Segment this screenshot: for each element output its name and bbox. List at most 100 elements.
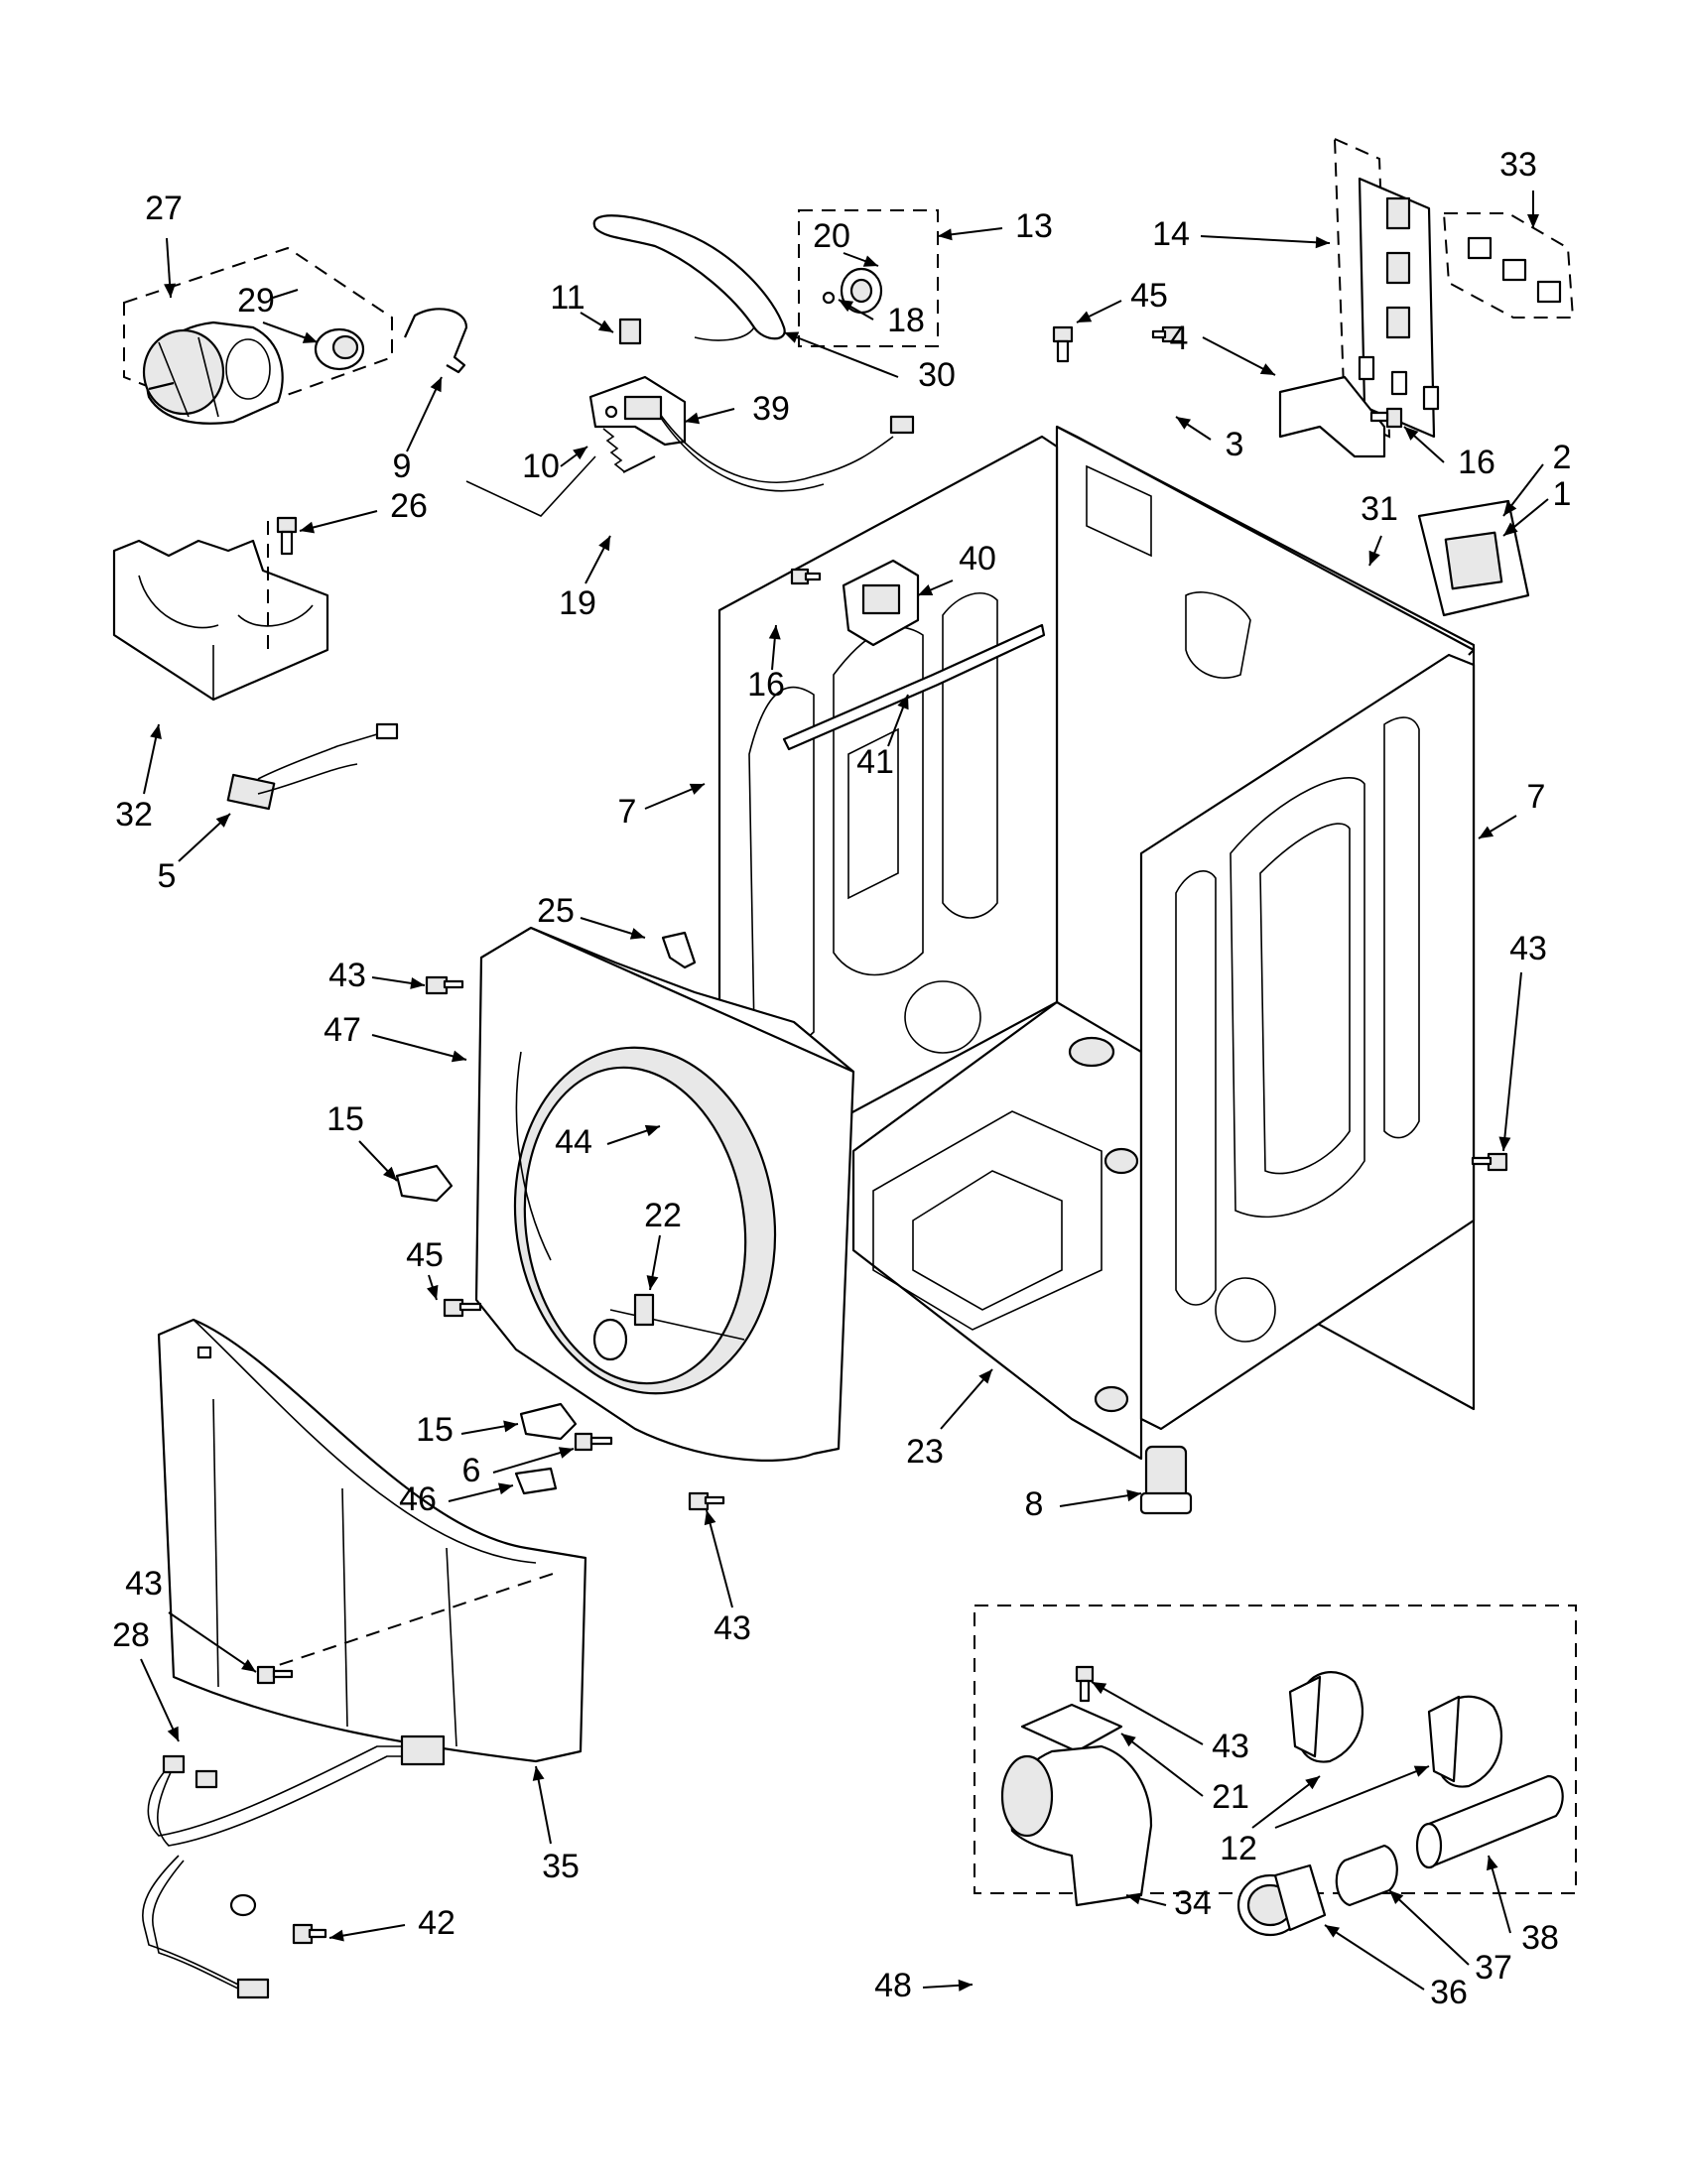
leader-arrowhead [862, 255, 878, 267]
leader-arrowhead [1368, 550, 1380, 566]
leader-line [1200, 235, 1331, 244]
leader-arrowhead [383, 1166, 397, 1181]
callout-43: 43 [1509, 930, 1547, 967]
leader-arrowhead [685, 412, 701, 425]
leader-line [1324, 1924, 1425, 1991]
vent-kit [1000, 1665, 1564, 1937]
leader-arrowhead [215, 814, 230, 828]
terminal-block [1358, 177, 1440, 439]
callout-7: 7 [1527, 778, 1546, 816]
callout-19: 19 [559, 584, 596, 622]
callout-1: 1 [1553, 475, 1572, 513]
leader-arrowhead [768, 625, 781, 640]
callout-23: 23 [906, 1433, 944, 1471]
toe-panel [157, 1318, 587, 1763]
leader-arrowhead [839, 300, 854, 313]
screw [425, 975, 464, 995]
screw [1369, 407, 1403, 429]
ground-screw [292, 1923, 327, 1945]
leader-arrowhead [646, 1275, 659, 1290]
callout-47: 47 [324, 1011, 361, 1049]
callout-44: 44 [555, 1123, 592, 1161]
callout-12: 12 [1220, 1830, 1257, 1867]
leader-arrowhead [451, 1050, 466, 1063]
screw [443, 1298, 482, 1318]
callout-20: 20 [813, 217, 850, 255]
leader-arrowhead [1503, 501, 1517, 516]
idler-pulley-assembly-outline [798, 209, 939, 347]
callout-16: 16 [1458, 444, 1495, 481]
callout-37: 37 [1475, 1949, 1512, 1987]
leader-line [1502, 971, 1522, 1152]
callout-25: 25 [537, 892, 575, 930]
callout-45: 45 [406, 1236, 444, 1274]
screw [574, 1432, 613, 1452]
screw [1471, 1152, 1508, 1172]
callout-43: 43 [1212, 1728, 1249, 1765]
terminal-block-outline [1333, 137, 1391, 439]
callout-3: 3 [1226, 426, 1244, 463]
callout-27: 27 [145, 190, 183, 227]
leveling-leg [1139, 1445, 1193, 1515]
leader-arrowhead [573, 447, 587, 460]
leader-arrowhead [150, 724, 162, 739]
leader-arrowhead [1126, 1489, 1141, 1502]
leader-line [140, 1658, 180, 1742]
sensor-wire-clip [782, 623, 1046, 751]
callout-10: 10 [522, 448, 560, 485]
leader-lines [140, 191, 1549, 1991]
leader-line [783, 331, 899, 378]
leader-arrowhead [1126, 1892, 1142, 1905]
callout-28: 28 [112, 1616, 150, 1654]
idler-bracket [588, 318, 687, 447]
leader-line [1388, 1889, 1470, 1966]
screw [790, 568, 822, 585]
drum-glide [395, 1164, 454, 1203]
leader-arrowhead [410, 976, 425, 989]
callout-41: 41 [856, 743, 894, 781]
callout-11: 11 [550, 279, 584, 317]
motor-assembly-outline [123, 246, 393, 419]
cabinet-body [717, 425, 1476, 1461]
callout-38: 38 [1521, 1919, 1559, 1957]
callout-43: 43 [125, 1565, 163, 1603]
motor-pulley [314, 327, 365, 371]
idler-spring [602, 428, 656, 473]
leader-arrowhead [784, 331, 800, 343]
leader-arrowhead [300, 521, 316, 534]
leader-arrowhead [1479, 826, 1494, 838]
callout-30: 30 [918, 356, 956, 394]
motor-mount-bracket [112, 521, 329, 702]
leader-arrowhead [1092, 1682, 1107, 1695]
leader-arrowhead [1498, 1136, 1511, 1151]
callout-14: 14 [1152, 215, 1190, 253]
motor-switch [226, 722, 399, 811]
callout-15: 15 [416, 1411, 454, 1449]
leader-arrowhead [329, 1929, 344, 1942]
leader-arrowhead [644, 1124, 660, 1137]
callout-34: 34 [1174, 1884, 1212, 1922]
callout-5: 5 [158, 857, 177, 895]
leader-arrowhead [958, 1979, 973, 1991]
leader-line [492, 1448, 575, 1474]
terminal-screws [1467, 236, 1562, 304]
terminal-block-bracket [1278, 375, 1386, 458]
leader-arrowhead [503, 1420, 518, 1433]
callout-6: 6 [462, 1452, 481, 1489]
leader-arrowhead [1315, 236, 1330, 249]
leader-arrowhead [1259, 363, 1275, 375]
leader-line [371, 1034, 467, 1061]
leader-arrowhead [1325, 1925, 1341, 1938]
callout-15: 15 [326, 1100, 364, 1138]
leader-line [1251, 1775, 1321, 1829]
callout-43: 43 [714, 1609, 751, 1647]
screw [1151, 325, 1185, 343]
leader-line [168, 1611, 257, 1673]
callout-39: 39 [752, 390, 790, 428]
callout-35: 35 [542, 1848, 580, 1885]
callout-45: 45 [1130, 277, 1168, 315]
leader-arrowhead [241, 1659, 256, 1672]
door-strike [661, 931, 697, 969]
leader-arrowhead [497, 1482, 513, 1495]
wiring-harness [142, 1734, 446, 1999]
